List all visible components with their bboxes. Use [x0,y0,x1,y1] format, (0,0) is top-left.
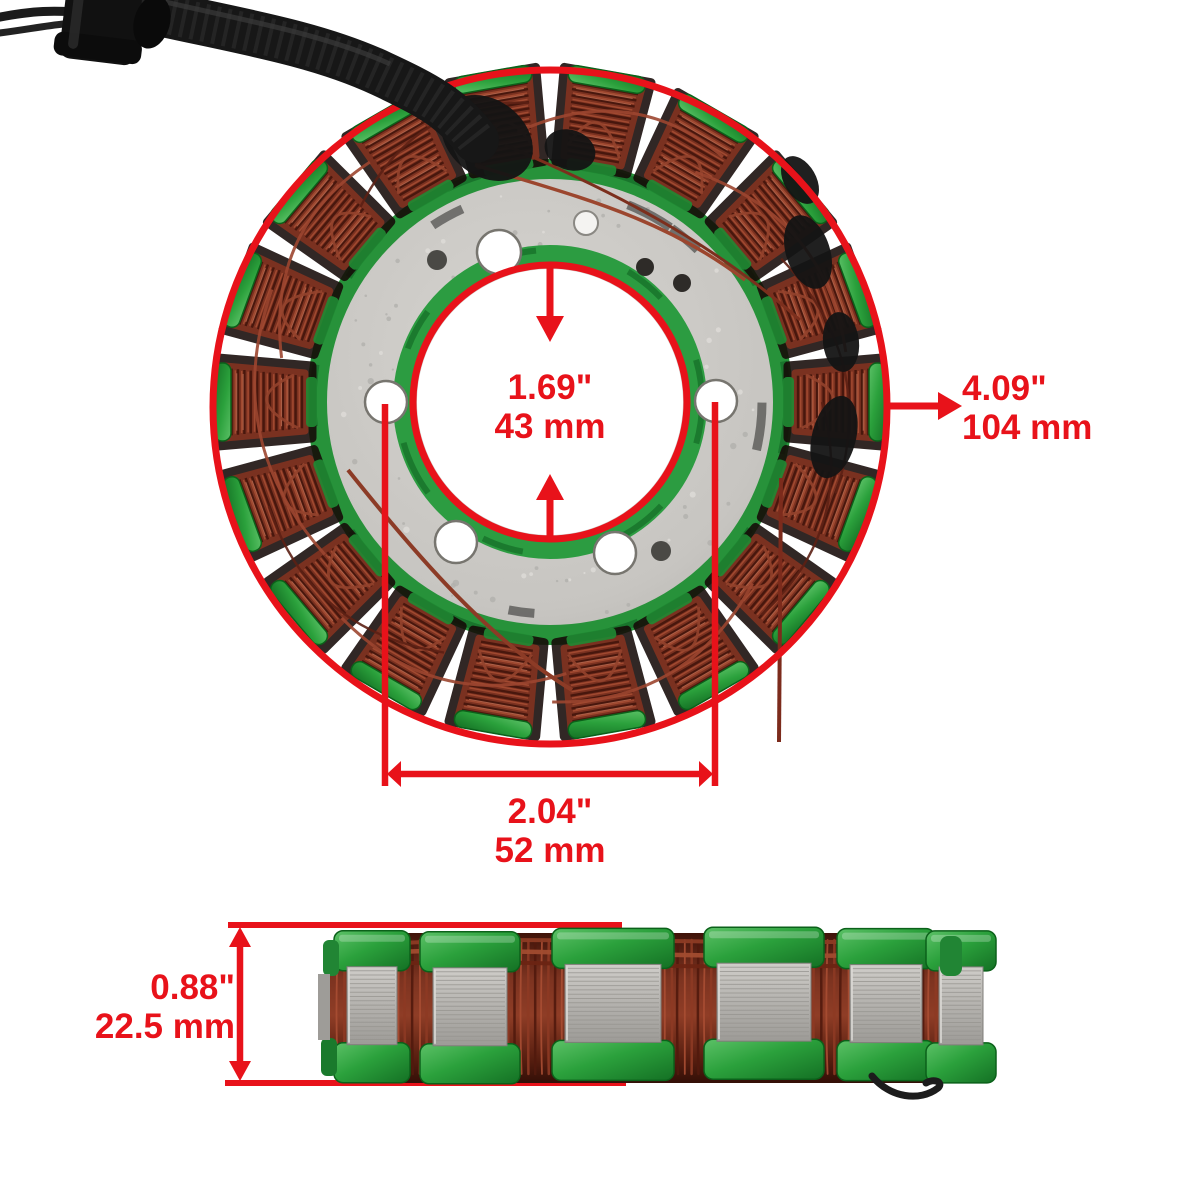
inner-arrow-down-head [536,316,564,342]
side-pole [837,929,935,1081]
pole-lamination-face [939,967,983,1045]
mounting-hole [435,521,477,563]
metal-speckle [500,195,502,197]
metal-speckle [706,338,711,343]
metal-speckle [474,591,478,595]
metal-speckle [403,527,409,533]
outer-diameter-mm: 104 mm [962,408,1200,447]
outer-arrow-head [938,392,962,420]
spacing-arrow-head-right [699,761,713,787]
metal-speckle [425,248,430,253]
edge-pole-sliver [323,940,339,976]
metal-speckle [352,459,357,464]
metal-speckle [451,583,456,588]
metal-speckle [529,572,533,576]
metal-speckle [451,595,453,597]
metal-speckle [395,259,400,264]
metal-speckle [565,579,569,583]
metal-speckle [556,580,558,582]
bolt-spacing-mm: 52 mm [450,831,650,870]
stator-coil [214,358,317,446]
metal-speckle [730,443,736,449]
height-arrow-head-bottom [229,1061,251,1081]
metal-speckle [616,224,620,228]
side-pole [552,928,674,1080]
metal-speckle [535,566,539,570]
metal-speckle [364,294,367,297]
metal-speckle [441,239,446,244]
height-label: 0.88" 22.5 mm [55,968,235,1046]
metal-speckle [667,539,670,542]
stator-side-view [318,927,996,1096]
metal-speckle [368,378,374,384]
metal-speckle [369,363,373,367]
metal-speckle [601,214,605,218]
metal-speckle [392,369,394,371]
height-mm: 22.5 mm [55,1007,235,1046]
metal-speckle [743,432,748,437]
metal-speckle [683,514,688,519]
small-dark-hole [427,250,447,270]
metal-speckle [591,567,596,572]
rivet [673,274,691,292]
metal-speckle [716,327,721,332]
small-hole [574,211,598,235]
metal-speckle [402,522,405,525]
bolt-spacing-label: 2.04" 52 mm [450,792,650,870]
metal-speckle [490,597,496,603]
outer-diameter-label: 4.09" 104 mm [962,369,1200,447]
pole-lamination-face [850,965,922,1043]
metal-speckle [386,316,391,321]
edge-pole-sliver [318,974,330,1040]
spacing-arrow-head-left [387,761,401,787]
side-pole [704,927,824,1079]
metal-speckle [704,365,708,369]
metal-speckle [521,573,526,578]
metal-speckle [547,210,550,213]
metal-speckle [379,351,383,355]
edge-pole-sliver [940,936,962,976]
inner-diameter-label: 1.69" 43 mm [450,368,650,446]
metal-speckle [568,578,571,581]
mounting-hole [594,532,636,574]
small-dark-hole [651,541,671,561]
inner-diameter-mm: 43 mm [450,407,650,446]
outer-diameter-inches: 4.09" [962,369,1200,408]
inner-diameter-inches: 1.69" [450,368,650,407]
height-inches: 0.88" [55,968,235,1007]
side-pole [420,932,520,1084]
metal-speckle [542,231,545,234]
metal-speckle [398,477,401,480]
pole-lamination-face [433,968,507,1046]
pole-lamination-face [347,967,397,1045]
metal-speckle [358,386,362,390]
pole-lamination-face [717,963,811,1041]
metal-speckle [341,412,347,418]
metal-speckle [752,408,755,411]
metal-speckle [361,342,365,346]
metal-speckle [714,268,718,272]
bolt-spacing-inches: 2.04" [450,792,650,831]
edge-pole-sliver [321,1038,337,1076]
rivet [636,258,654,276]
metal-speckle [738,389,743,394]
pole-lamination-face [565,964,661,1042]
metal-speckle [626,603,630,607]
inner-arrow-up-head [536,474,564,500]
metal-speckle [690,492,696,498]
metal-speckle [355,319,358,322]
metal-speckle [605,610,609,614]
metal-speckle [385,313,387,315]
metal-speckle [583,572,585,574]
metal-speckle [683,505,687,509]
metal-speckle [394,304,398,308]
height-arrow-head-top [229,927,251,947]
metal-speckle [726,502,730,506]
